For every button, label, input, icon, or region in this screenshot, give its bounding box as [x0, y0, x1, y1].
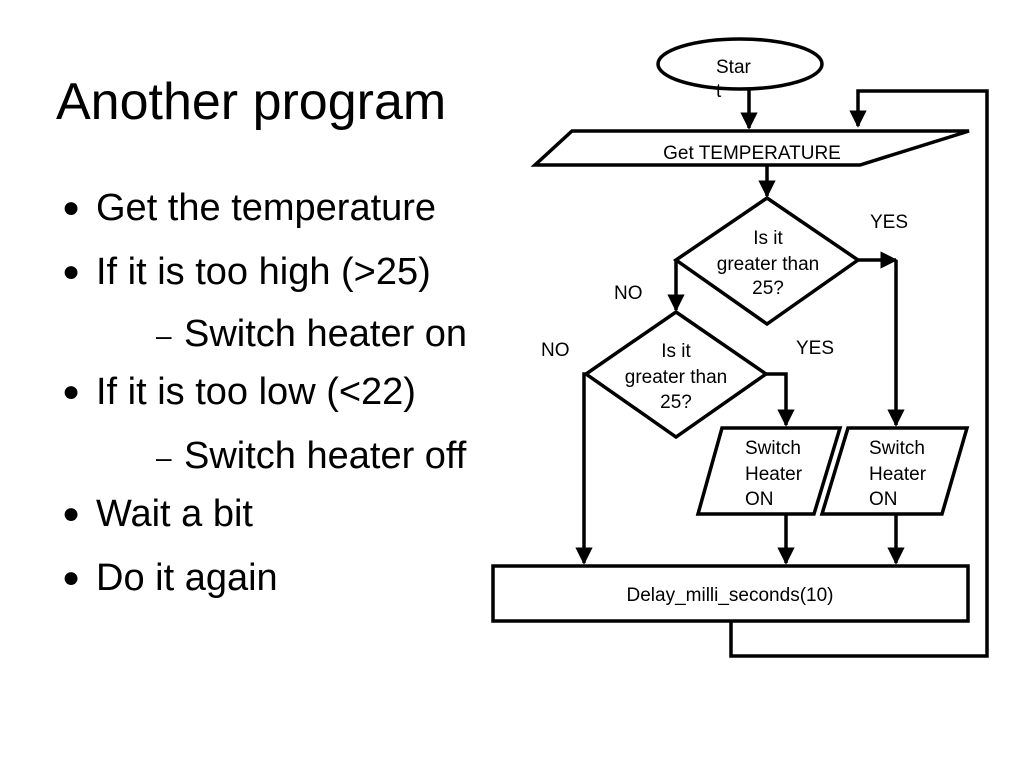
output-right-line2: Heater	[869, 464, 927, 485]
bullet-text: Wait a bit	[96, 493, 253, 535]
decision-diamond-2	[582, 309, 770, 440]
bullet-item: ● Do it again	[62, 556, 278, 600]
sub-bullet-item: – Switch heater on	[156, 312, 468, 356]
output-right-line3: ON	[869, 489, 898, 510]
start-label-wrap: t	[716, 81, 722, 102]
bullet-dot-icon: ●	[62, 191, 81, 224]
slide-title: Another program	[56, 73, 447, 131]
start-terminal	[656, 37, 824, 91]
output-right-line1: Switch	[869, 438, 925, 459]
sub-bullet-text: Switch heater off	[184, 435, 467, 477]
decision2-line1: Is it	[661, 341, 691, 362]
bullet-item: ● If it is too high (>25)	[62, 250, 431, 294]
yes-label-2: YES	[796, 338, 834, 359]
no2-connector	[575, 372, 593, 565]
bullet-text: Get the temperature	[96, 187, 437, 229]
decision2-line3: 25?	[660, 392, 692, 413]
sub-bullet-item: – Switch heater off	[156, 434, 467, 478]
bullet-item: ● Get the temperature	[62, 186, 437, 230]
yes-label-1: YES	[870, 212, 908, 233]
bullet-dot-icon: ●	[62, 255, 81, 288]
bullet-dot-icon: ●	[62, 497, 81, 530]
dash-icon: –	[156, 442, 172, 473]
output-parallelogram-right	[819, 426, 970, 516]
bullet-text: Do it again	[96, 557, 278, 599]
input-parallelogram	[530, 129, 970, 167]
dash-icon: –	[156, 320, 172, 351]
no-label-2: NO	[541, 340, 570, 361]
decision1-line2: greater than	[717, 254, 819, 275]
output-left-line2: Heater	[745, 464, 803, 485]
bullet-dot-icon: ●	[62, 375, 81, 408]
decision1-line1: Is it	[753, 228, 783, 249]
input-label: Get TEMPERATURE	[663, 143, 841, 164]
start-label: Star	[716, 57, 752, 78]
bullet-item: ● Wait a bit	[62, 492, 253, 536]
output-left-line3: ON	[745, 489, 774, 510]
no-label-1: NO	[614, 283, 643, 304]
sub-bullet-text: Switch heater on	[184, 313, 468, 355]
bullet-item: ● If it is too low (<22)	[62, 370, 416, 414]
bullet-list: ● Get the temperature ● If it is too hig…	[0, 0, 500, 767]
output-parallelogram-left	[695, 426, 843, 516]
decision1-line3: 25?	[752, 278, 784, 299]
bullet-text: If it is too high (>25)	[96, 251, 431, 293]
decision2-line2: greater than	[625, 367, 727, 388]
bullet-dot-icon: ●	[62, 561, 81, 594]
bullet-text: If it is too low (<22)	[96, 371, 416, 413]
yes2-connector	[766, 372, 795, 427]
output-left-line1: Switch	[745, 438, 801, 459]
delay-label: Delay_milli_seconds(10)	[627, 585, 834, 606]
decision-diamond-1	[672, 195, 862, 327]
loop-back-line	[729, 89, 989, 658]
